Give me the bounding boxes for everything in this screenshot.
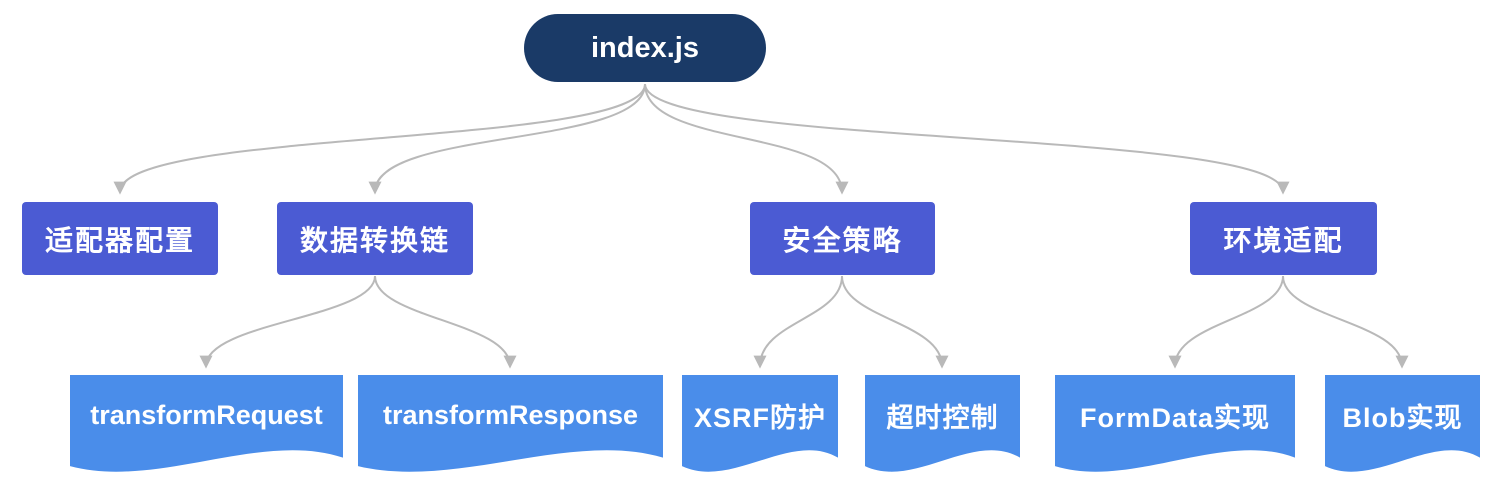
node-security-policy-label: 安全策略 bbox=[782, 224, 903, 256]
node-transform-request: transformRequest bbox=[70, 375, 343, 481]
connector-root-to-transform-chain bbox=[368, 83, 646, 195]
node-transform-response: transformResponse bbox=[358, 375, 663, 481]
node-formdata-impl-label: FormData实现 bbox=[1079, 402, 1271, 433]
connector-env-to-formdata bbox=[1168, 275, 1284, 369]
connector-security-to-timeout bbox=[841, 275, 949, 369]
node-blob-impl-label: Blob实现 bbox=[1342, 402, 1463, 433]
node-transform-response-label: transformResponse bbox=[382, 399, 639, 430]
node-transform-chain-label: 数据转换链 bbox=[299, 224, 450, 256]
document-shape bbox=[682, 375, 838, 472]
node-transform-request-label: transformRequest bbox=[90, 399, 323, 430]
connector-env-to-blob bbox=[1282, 275, 1409, 369]
node-timeout-control-label: 超时控制 bbox=[886, 402, 999, 433]
connector-transform-to-response bbox=[374, 275, 517, 369]
document-shape bbox=[358, 375, 663, 472]
node-env-adaptation-label: 环境适配 bbox=[1223, 224, 1344, 256]
connector-security-to-xsrf bbox=[753, 275, 843, 369]
node-formdata-impl: FormData实现 bbox=[1055, 375, 1295, 481]
node-blob-impl: Blob实现 bbox=[1325, 375, 1480, 481]
node-index-js: index.js bbox=[524, 14, 766, 82]
connector-root-to-env bbox=[644, 83, 1290, 195]
node-security-policy: 安全策略 bbox=[750, 202, 935, 275]
node-adapter-config: 适配器配置 bbox=[22, 202, 218, 275]
node-transform-chain: 数据转换链 bbox=[277, 202, 473, 275]
node-adapter-config-label: 适配器配置 bbox=[44, 224, 195, 256]
node-timeout-control: 超时控制 bbox=[865, 375, 1020, 481]
document-shape bbox=[1325, 375, 1480, 472]
document-shape bbox=[70, 375, 343, 472]
node-xsrf-protection: XSRF防护 bbox=[682, 375, 838, 481]
connector-root-to-adapter bbox=[113, 83, 646, 195]
node-index-js-label: index.js bbox=[591, 31, 699, 64]
node-env-adaptation: 环境适配 bbox=[1190, 202, 1377, 275]
document-shape bbox=[1055, 375, 1295, 472]
node-xsrf-protection-label: XSRF防护 bbox=[693, 402, 826, 433]
document-shape bbox=[865, 375, 1020, 472]
connector-root-to-security bbox=[644, 83, 849, 195]
connector-transform-to-request bbox=[199, 275, 376, 369]
